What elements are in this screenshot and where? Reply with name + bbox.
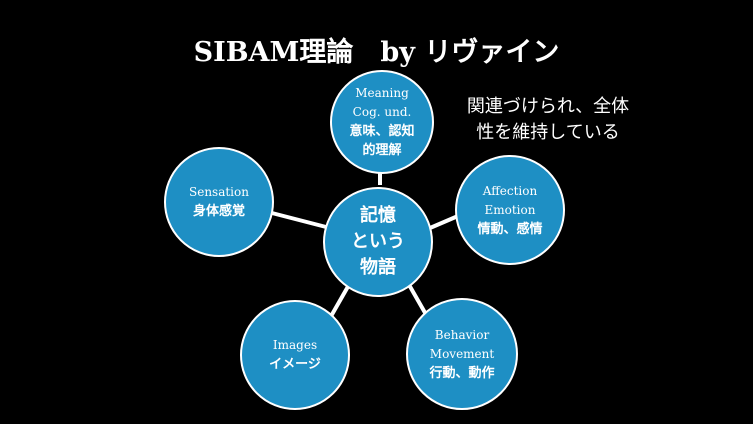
slide-title: SIBAM理論 by リヴァイン <box>193 37 560 68</box>
node-sensation: Sensation 身体感覚 <box>164 147 274 257</box>
annotation-text: 関連づけられ、全体 性を維持している <box>448 94 648 146</box>
meaning-en-2: Cog. und. <box>352 105 412 119</box>
affection-ja-1: 情動、感情 <box>477 221 543 237</box>
link-images <box>328 282 352 319</box>
center-line-3: 物語 <box>360 257 396 278</box>
meaning-en-1: Meaning <box>355 86 409 100</box>
sensation-ja-1: 身体感覚 <box>192 204 245 219</box>
affection-en-2: Emotion <box>484 202 536 217</box>
behavior-en-1: Behavior <box>434 327 490 342</box>
node-center-memory: 記憶 という 物語 <box>323 187 433 297</box>
images-en-1: Images <box>272 338 318 352</box>
behavior-ja-1: 行動、動作 <box>429 365 495 381</box>
center-line-1: 記憶 <box>360 205 396 226</box>
sensation-en-1: Sensation <box>189 185 249 199</box>
node-behavior: Behavior Movement 行動、動作 <box>406 298 518 410</box>
affection-en-1: Affection <box>482 183 538 198</box>
images-ja-1: イメージ <box>269 357 321 372</box>
annotation-line-1: 関連づけられ、全体 <box>466 96 630 117</box>
link-sensation <box>267 210 331 230</box>
annotation-line-2: 性を維持している <box>476 122 620 143</box>
behavior-en-2: Movement <box>429 346 495 361</box>
node-meaning: Meaning Cog. und. 意味、認知 的理解 <box>330 70 434 174</box>
node-images: Images イメージ <box>240 300 350 410</box>
meaning-ja-2: 的理解 <box>362 143 402 158</box>
meaning-ja-1: 意味、認知 <box>349 124 415 139</box>
link-affection <box>429 214 459 230</box>
node-affection: Affection Emotion 情動、感情 <box>455 155 565 265</box>
center-line-2: という <box>351 231 405 252</box>
